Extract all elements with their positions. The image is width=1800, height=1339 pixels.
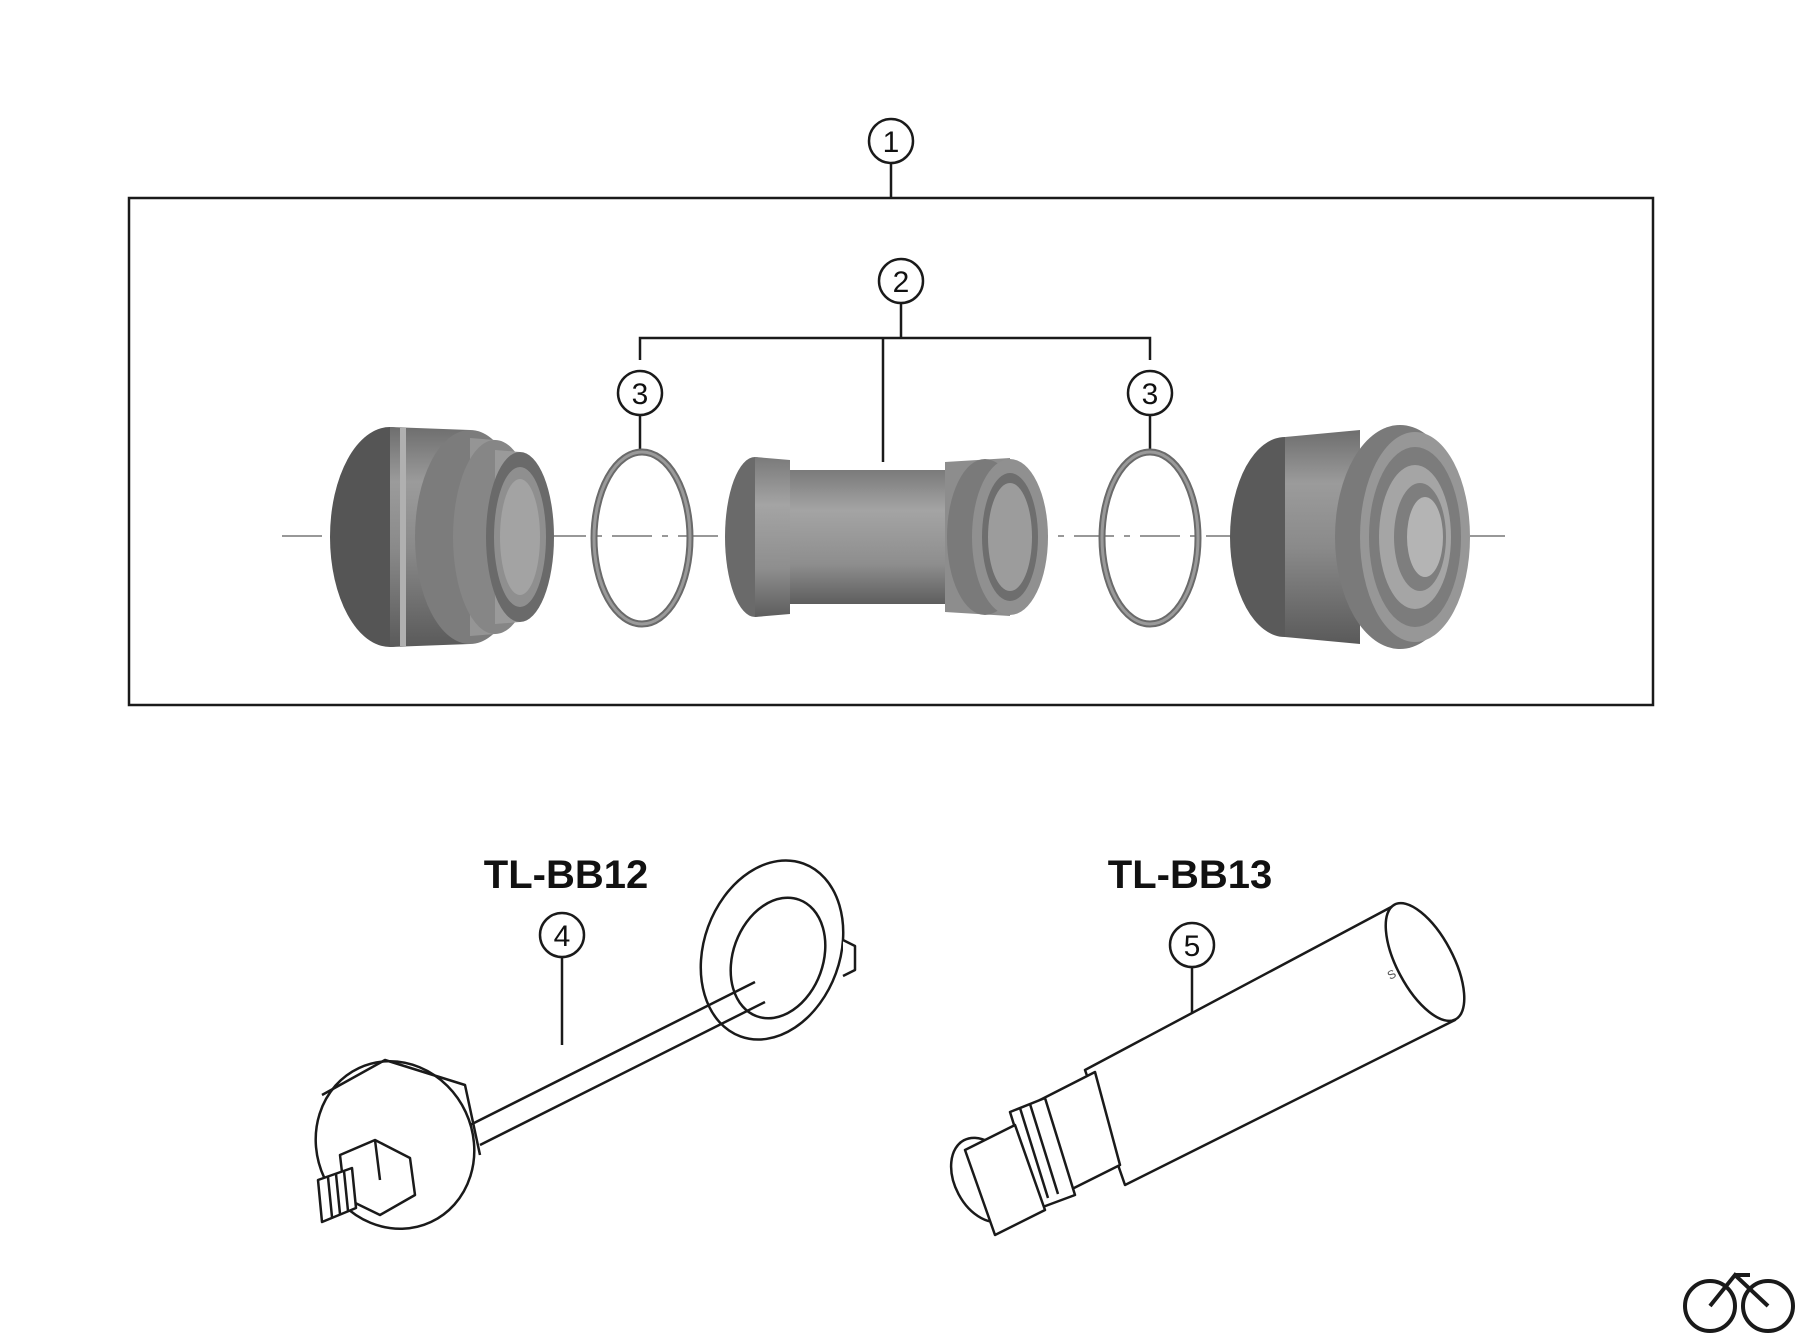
callout-1-text: 1 xyxy=(883,126,900,159)
tool-label-tl-bb12: TL-BB12 xyxy=(484,853,648,897)
callout-4: 4 xyxy=(538,911,586,959)
right-o-ring xyxy=(1098,448,1202,628)
callout-1: 1 xyxy=(867,117,915,165)
callout-3-right: 3 xyxy=(1126,369,1174,417)
callout-2-text: 2 xyxy=(893,266,910,299)
callout-5: 5 xyxy=(1168,921,1216,969)
left-o-ring xyxy=(590,448,694,628)
callout-3-left-text: 3 xyxy=(632,378,649,411)
tool-label-tl-bb13: TL-BB13 xyxy=(1108,853,1272,897)
callout-2-bracket xyxy=(638,336,1152,462)
center-sleeve xyxy=(725,457,1048,617)
callout-4-text: 4 xyxy=(554,920,571,953)
callout-3-left: 3 xyxy=(616,369,664,417)
tl-bb13-tool: S xyxy=(949,901,1466,1237)
tl-bb12-tool xyxy=(314,859,857,1231)
callout-2: 2 xyxy=(877,257,925,305)
left-cup xyxy=(330,427,554,647)
right-cup xyxy=(1230,425,1470,649)
callout-5-text: 5 xyxy=(1184,930,1201,963)
bicycle-icon xyxy=(1683,1272,1795,1333)
callout-3-right-text: 3 xyxy=(1142,378,1159,411)
